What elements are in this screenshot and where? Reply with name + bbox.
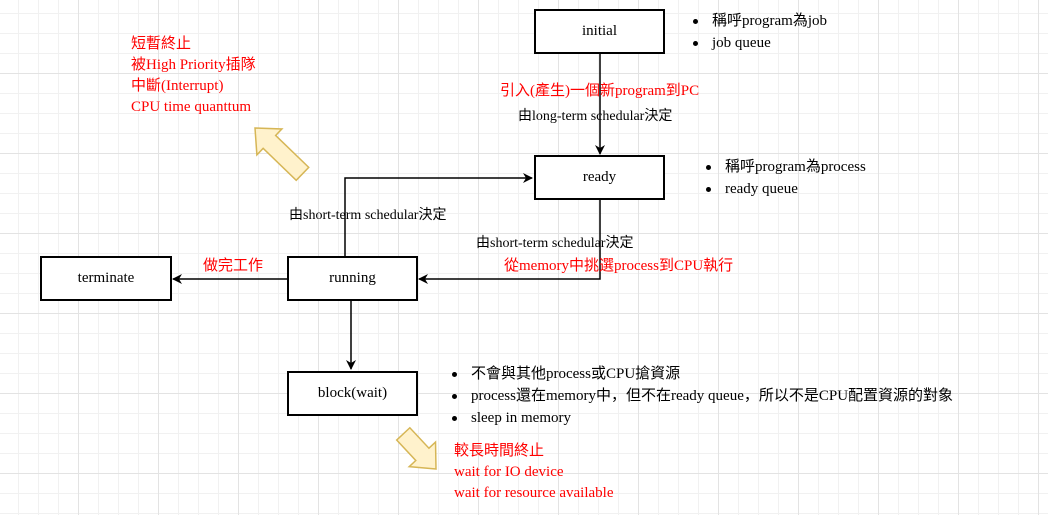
- edge-label-running-terminate-red: 做完工作: [203, 258, 264, 274]
- note-item: ready queue: [701, 178, 866, 200]
- interrupt-line: CPU time quanttum: [131, 99, 251, 115]
- interrupt-line: 短暫終止: [131, 36, 192, 52]
- edge-label-ready-running: 由short-term schedular決定: [476, 236, 634, 251]
- edge-running-to-ready: [344, 173, 533, 256]
- edge-label-ready-running-red: 從memory中挑選process到CPU執行: [504, 258, 734, 274]
- node-terminate: terminate: [40, 256, 172, 301]
- interrupt-arrow-icon: [254, 127, 310, 182]
- interrupt-line: 被High Priority插隊: [131, 57, 256, 73]
- edge-ready-to-running: [418, 200, 601, 284]
- edge-label-initial-ready-red: 引入(產生)一個新program到PC: [500, 83, 700, 99]
- note-item: process還在memory中，但不在ready queue，所以不是CPU配…: [447, 385, 953, 407]
- interrupt-description: 短暫終止 被High Priority插隊 中斷(Interrupt) CPU …: [131, 34, 256, 118]
- node-ready: ready: [534, 155, 665, 200]
- note-item: 稱呼program為job: [688, 10, 827, 32]
- interrupt-line: 中斷(Interrupt): [131, 78, 224, 94]
- wait-line: 較長時間終止: [454, 443, 545, 459]
- wait-line: wait for resource available: [454, 485, 614, 501]
- wait-description: 較長時間終止 wait for IO device wait for resou…: [454, 441, 614, 504]
- wait-line: wait for IO device: [454, 464, 564, 480]
- note-item: sleep in memory: [447, 407, 953, 429]
- note-item: 不會與其他process或CPU搶資源: [447, 363, 953, 385]
- note-item: 稱呼program為process: [701, 156, 866, 178]
- edge-label-initial-ready: 由long-term schedular決定: [518, 109, 673, 124]
- wait-arrow-icon: [395, 426, 437, 470]
- node-running: running: [287, 256, 418, 301]
- note-item: job queue: [688, 32, 827, 54]
- node-block: block(wait): [287, 371, 418, 416]
- note-ready: 稱呼program為process ready queue: [701, 156, 866, 200]
- note-initial: 稱呼program為job job queue: [688, 10, 827, 54]
- edge-label-running-ready: 由short-term schedular決定: [289, 208, 447, 223]
- note-block: 不會與其他process或CPU搶資源 process還在memory中，但不在…: [447, 363, 953, 429]
- node-initial: initial: [534, 9, 665, 54]
